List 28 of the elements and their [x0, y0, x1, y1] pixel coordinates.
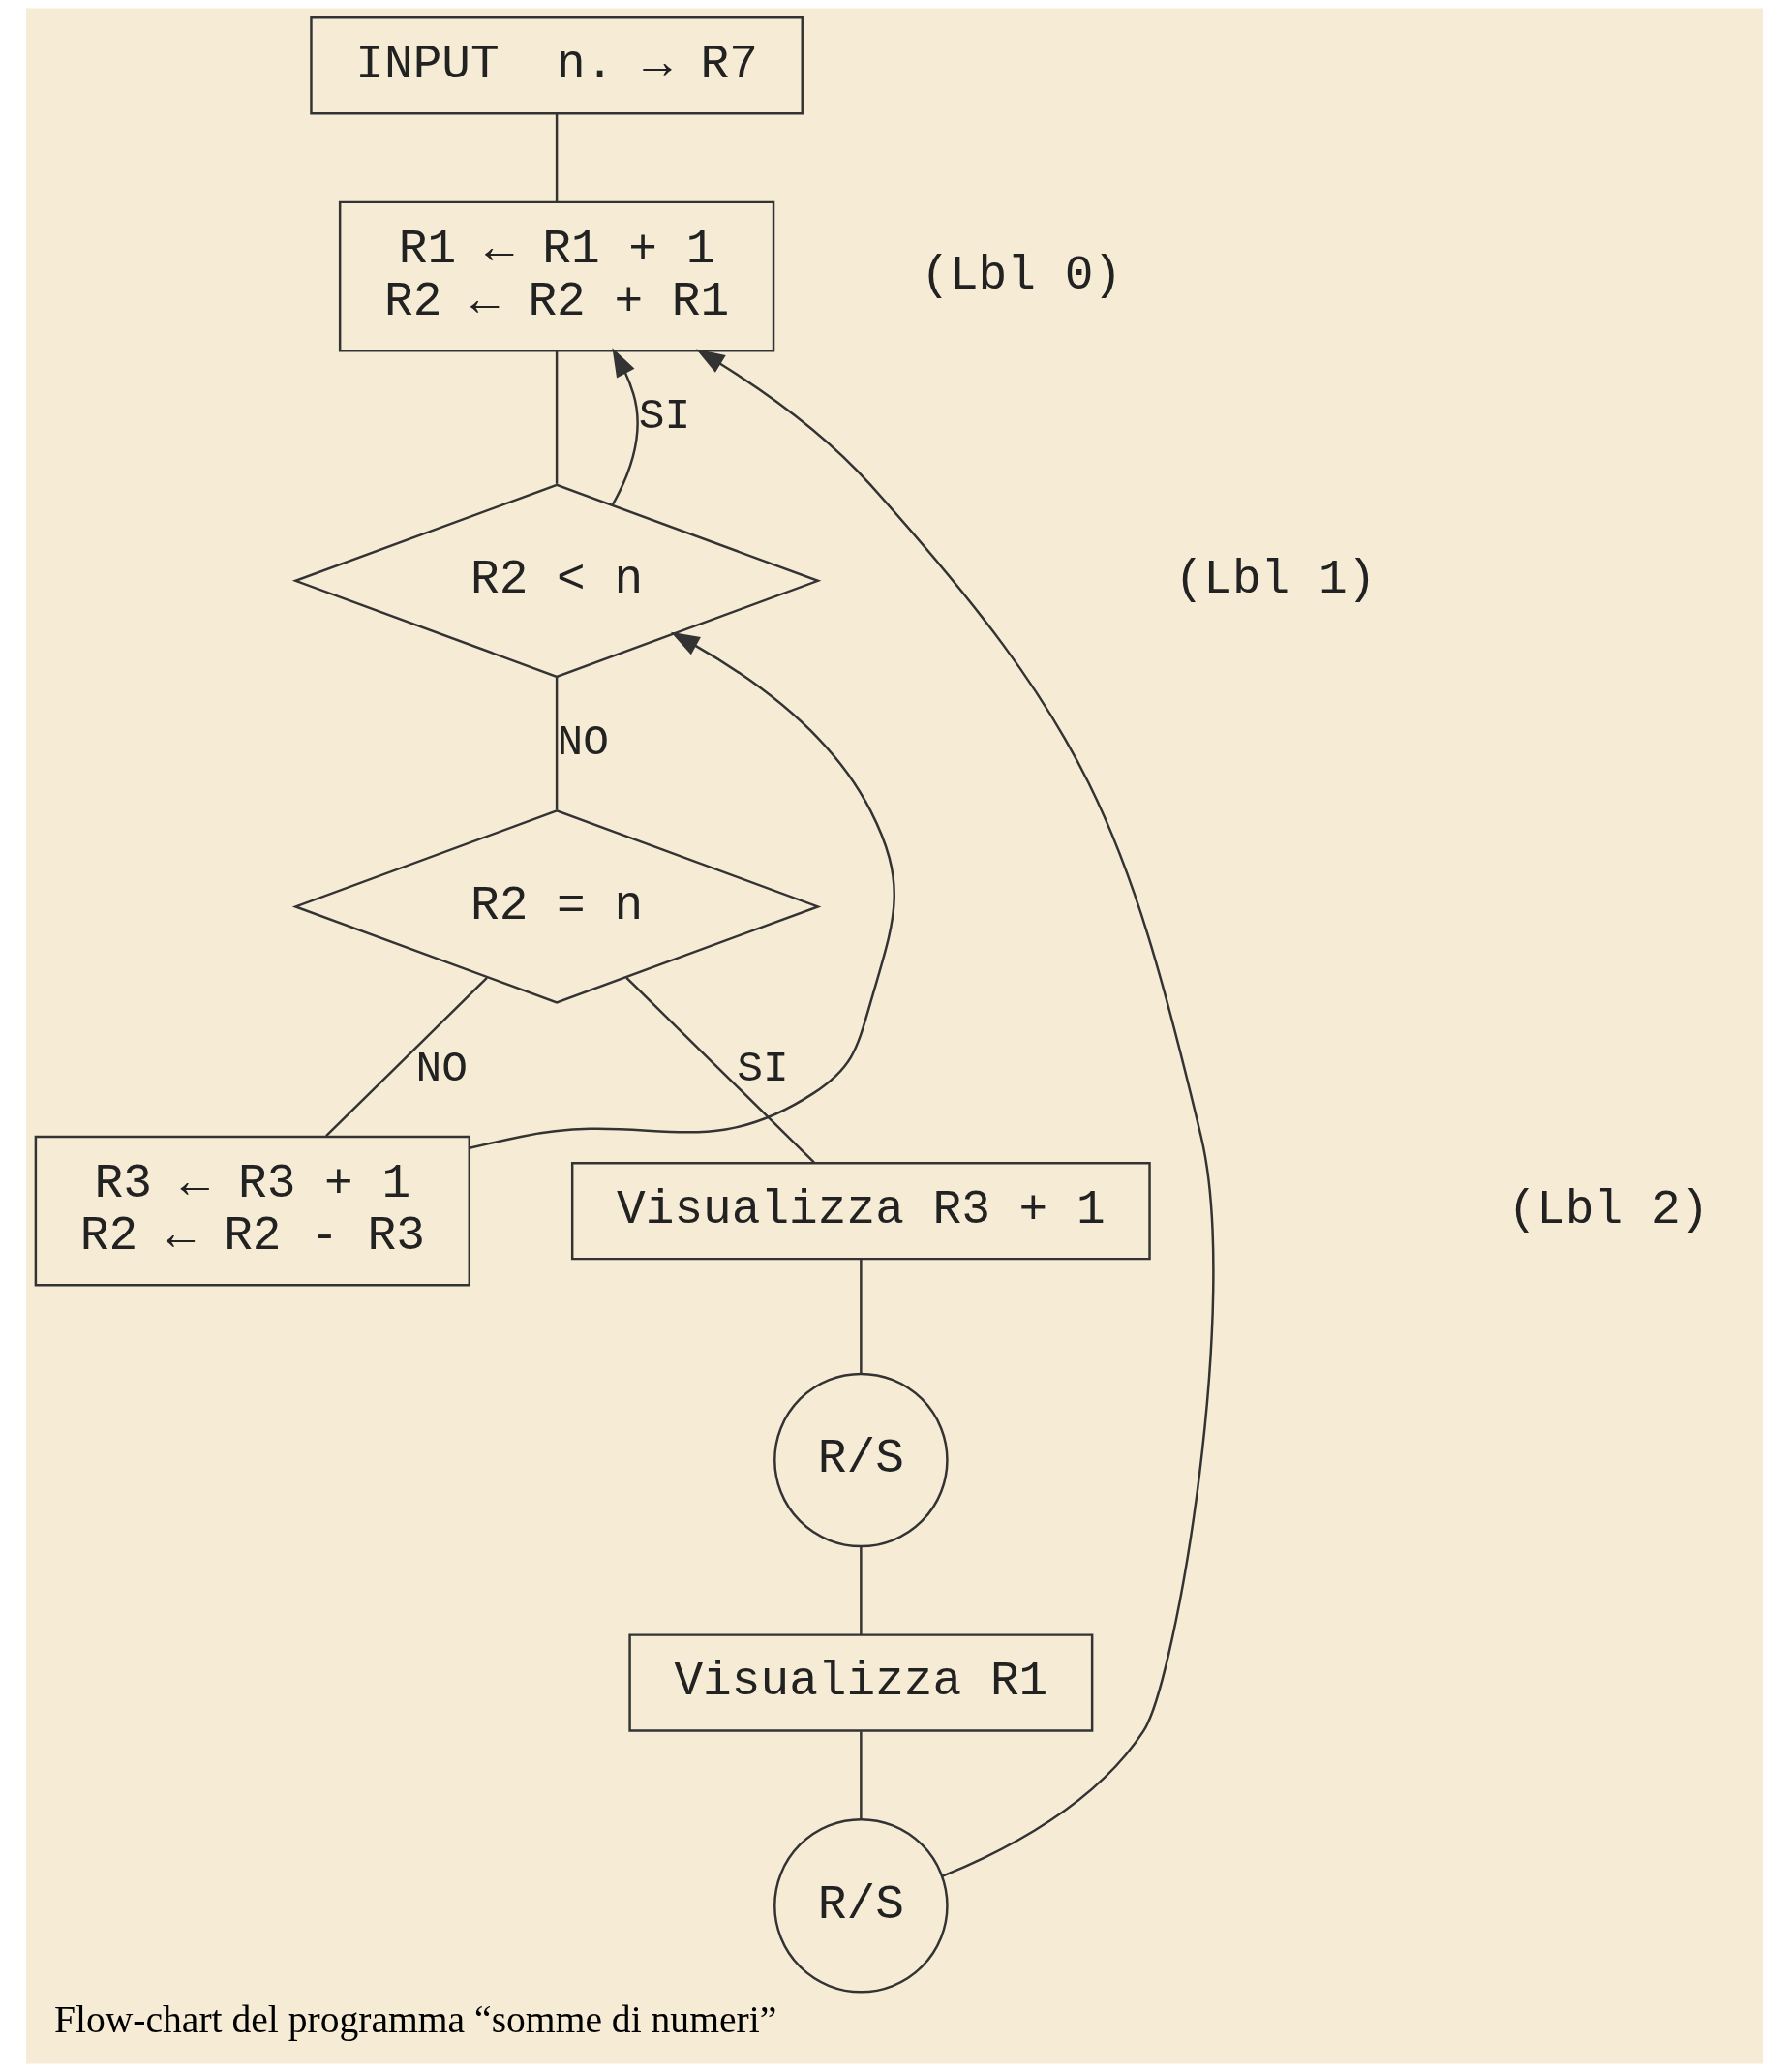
label: (Lbl 0) — [921, 248, 1123, 303]
edge-label: NO — [415, 1044, 469, 1093]
connector — [860, 1731, 863, 1819]
edge-label: SI — [737, 1044, 789, 1093]
connector — [555, 677, 559, 810]
arrow — [469, 631, 895, 1149]
node-box: INPUT n. → R7 — [310, 16, 804, 115]
node-box: R3 ← R3 + 1 R2 ← R2 - R3 — [34, 1135, 470, 1287]
edge-label: SI — [638, 392, 691, 442]
node-circle: R/S — [773, 1817, 949, 1994]
arrow — [611, 348, 639, 506]
label: (Lbl 2) — [1507, 1183, 1710, 1238]
node-box: Visualizza R3 + 1 — [570, 1161, 1151, 1261]
connector — [860, 1546, 863, 1635]
connector — [860, 1259, 863, 1374]
node-box: R1 ← R1 + 1 R2 ← R2 + R1 — [338, 200, 775, 352]
label: (Lbl 1) — [1174, 553, 1377, 608]
connector — [325, 976, 488, 1138]
node-diamond: R2 = n — [291, 809, 822, 1004]
arrow — [695, 349, 1215, 1877]
node-circle: R/S — [773, 1372, 949, 1548]
edge-label: NO — [557, 718, 610, 767]
connector — [555, 350, 559, 484]
node-box: Visualizza R1 — [628, 1633, 1094, 1732]
connector — [625, 976, 815, 1164]
node-diamond: R2 < n — [291, 483, 822, 679]
connector — [555, 113, 559, 202]
caption: Flow-chart del programma “somme di numeri” — [53, 1997, 777, 2041]
